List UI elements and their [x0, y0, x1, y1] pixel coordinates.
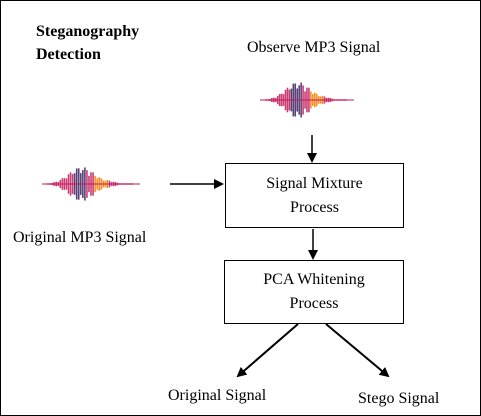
pca-whitening-box: PCA Whitening Process — [224, 260, 404, 324]
signal-mixture-box: Signal Mixture Process — [225, 163, 404, 228]
output-stego-label: Stego Signal — [358, 390, 440, 407]
arrow-pca-to-original — [236, 323, 299, 378]
original-waveform-icon — [42, 167, 140, 201]
observe-signal-label: Observe MP3 Signal — [247, 39, 381, 56]
output-original-label: Original Signal — [168, 387, 267, 404]
diagram-title: Steganography Detection — [36, 23, 140, 63]
observe-waveform-icon — [260, 82, 354, 118]
arrow-pca-to-stego — [325, 323, 390, 378]
signal-mixture-label: Signal Mixture Process — [266, 174, 363, 216]
original-input-label: Original MP3 Signal — [13, 229, 147, 246]
pca-whitening-label: PCA Whitening Process — [263, 271, 365, 312]
